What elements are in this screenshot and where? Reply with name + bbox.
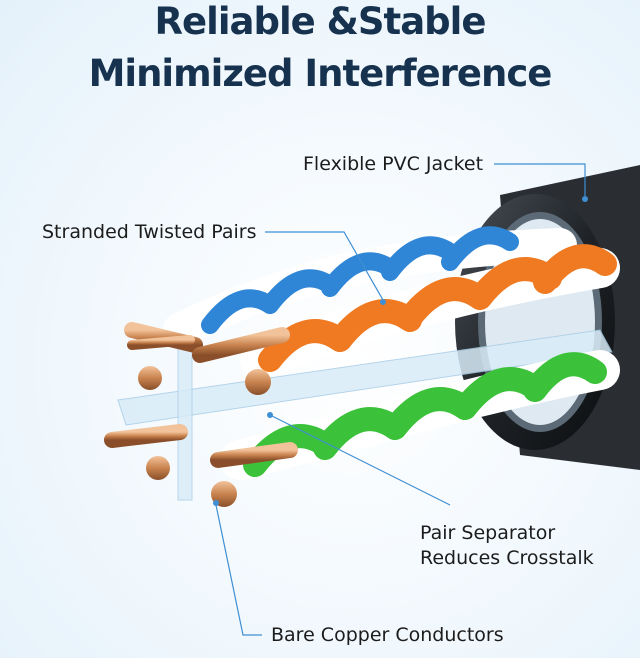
callout-separator-line-1: Pair Separator <box>420 522 556 544</box>
callout-twisted-pairs: Stranded Twisted Pairs <box>42 221 257 243</box>
callout-separator-line-2: Reduces Crosstalk <box>420 547 594 569</box>
callout-jacket: Flexible PVC Jacket <box>303 153 484 175</box>
heading-line-1: Reliable &Stable <box>154 0 487 43</box>
blue-pair <box>163 226 577 347</box>
heading-line-2: Minimized Interference <box>88 52 553 95</box>
pvc-jacket <box>455 165 640 470</box>
orange-pair <box>240 244 620 380</box>
callout-copper-conductors: Bare Copper Conductors <box>271 624 504 646</box>
callout-lines <box>213 163 588 636</box>
